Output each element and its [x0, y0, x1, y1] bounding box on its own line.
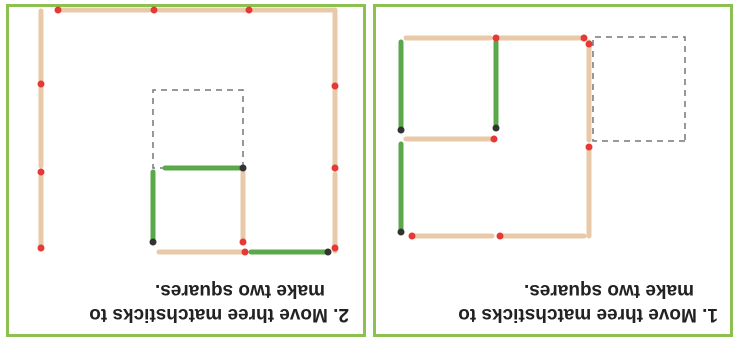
puzzle-2-match-head: [38, 245, 45, 252]
puzzle-1-figure: [370, 1, 730, 334]
puzzle-1-highlight-head: [398, 229, 405, 236]
puzzle-1-match-head: [586, 144, 593, 151]
puzzle-1-match-head: [586, 41, 593, 48]
puzzle-1-highlight-head: [398, 127, 405, 134]
puzzle-2-dashed-square: [153, 90, 243, 168]
puzzle-2-match-head: [332, 165, 339, 172]
puzzle-2-match-head: [55, 7, 62, 14]
puzzle-1-match-head: [493, 35, 500, 42]
puzzle-1-match-head: [497, 233, 504, 240]
puzzle-2-match-head: [38, 169, 45, 176]
puzzle-2-highlight-head: [240, 165, 247, 172]
puzzle-2-match-head: [151, 7, 158, 14]
puzzle-1-dashed-square: [593, 37, 685, 141]
puzzle-1-match-head: [409, 233, 416, 240]
puzzle-1-match-head: [491, 136, 498, 143]
puzzle-2-match-head: [242, 249, 249, 256]
puzzle-2-match-head: [332, 245, 339, 252]
puzzle-2-match-head: [38, 81, 45, 88]
puzzle-2-match-head: [240, 239, 247, 246]
puzzle-2-match-head: [246, 7, 253, 14]
puzzle-1-highlight-head: [493, 125, 500, 132]
puzzle-2-highlight-head: [150, 239, 157, 246]
puzzle-2-figure: [3, 1, 363, 334]
puzzle-2-panel: 2. Move three matchsticks to make two sq…: [6, 4, 366, 337]
puzzle-1-panel: 1. Move three matchsticks to make two sq…: [373, 4, 733, 337]
puzzle-2-highlight-head: [325, 249, 332, 256]
puzzle-2-match-head: [332, 83, 339, 90]
puzzle-1-match-head: [581, 35, 588, 42]
